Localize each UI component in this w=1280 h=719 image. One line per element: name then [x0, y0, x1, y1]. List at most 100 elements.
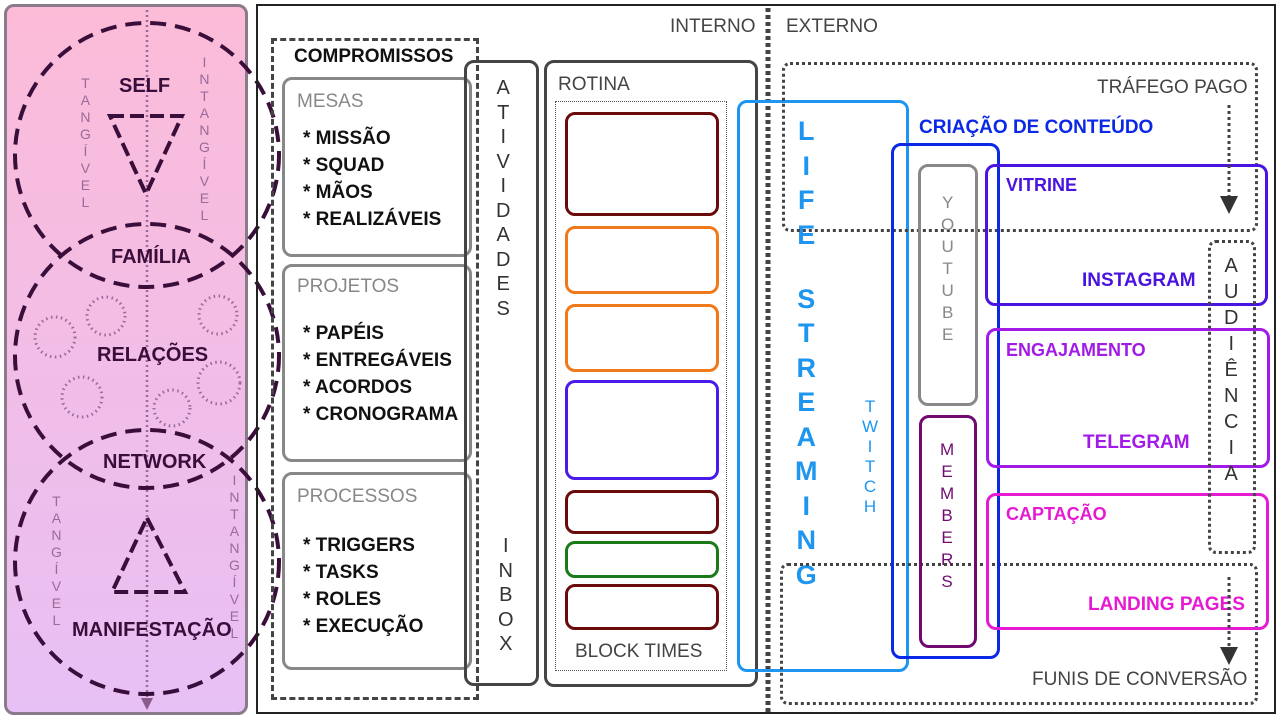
- processos-title: PROCESSOS: [297, 486, 418, 507]
- vertical-letter: I: [500, 126, 506, 148]
- vertical-letter: X: [499, 633, 513, 655]
- landing-pages-label: LANDING PAGES: [1088, 594, 1245, 615]
- telegram-label: TELEGRAM: [1083, 432, 1190, 453]
- vertical-letter: I: [867, 437, 873, 456]
- vertical-letter: N: [229, 540, 240, 556]
- manifestacao-label: MANIFESTAÇÃO: [72, 619, 232, 641]
- vertical-letter: E: [51, 595, 62, 611]
- vertical-letter: E: [496, 273, 510, 295]
- familia-label: FAMÍLIA: [111, 246, 191, 268]
- youtube-box: [918, 164, 978, 406]
- vertical-letter: V: [51, 578, 62, 594]
- vertical-letter: R: [940, 550, 954, 569]
- vertical-letter: W: [862, 417, 879, 436]
- vitrine-label: VITRINE: [1006, 175, 1078, 195]
- rotina-box: [544, 60, 758, 687]
- mesas-box: [282, 77, 472, 257]
- vertical-letter: G: [199, 139, 210, 155]
- vertical-letter: Í: [202, 156, 207, 172]
- interno-label: INTERNO: [670, 16, 756, 37]
- main-frame: [256, 4, 1276, 714]
- list-item: * TASKS: [303, 562, 379, 583]
- vertical-letter: U: [941, 237, 954, 256]
- vertical-letter: L: [798, 116, 815, 146]
- vertical-letter: A: [496, 77, 510, 99]
- vertical-letter: Y: [941, 193, 954, 212]
- projetos-title: PROJETOS: [297, 276, 400, 297]
- vertical-letter: L: [230, 625, 239, 641]
- relacoes-label: RELAÇÕES: [97, 344, 209, 366]
- block-time-slot: [565, 112, 719, 216]
- vertical-letter: L: [81, 194, 90, 210]
- vertical-letter: C: [863, 477, 877, 496]
- block-time-slot: [565, 541, 719, 578]
- projetos-box: [282, 264, 472, 462]
- vertical-letter: E: [941, 528, 953, 547]
- vertical-letter: D: [496, 199, 511, 222]
- vertical-letter: M: [795, 456, 818, 486]
- vertical-letter: V: [199, 173, 210, 189]
- compromissos-box: [271, 38, 479, 700]
- vertical-letter: I: [802, 490, 810, 521]
- vertical-letter: S: [941, 572, 953, 591]
- vertical-letter: T: [81, 75, 90, 91]
- vertical-letter: T: [52, 493, 61, 509]
- vertical-letter: E: [941, 462, 953, 481]
- funis-label: FUNIS DE CONVERSÃO: [1032, 669, 1248, 690]
- vertical-letter: E: [80, 177, 91, 193]
- processos-list: * TRIGGERS * TASKS * ROLES * EXECUÇÃO: [303, 532, 423, 640]
- vertical-letter: D: [1224, 307, 1239, 329]
- list-item: * ENTREGÁVEIS: [303, 350, 452, 371]
- vertical-letter: E: [797, 219, 816, 250]
- vertical-letter: G: [51, 544, 62, 560]
- criacao-conteudo-title: CRIAÇÃO DE CONTEÚDO: [919, 117, 1154, 138]
- captacao-box: [986, 493, 1269, 630]
- vertical-letter: A: [229, 523, 240, 539]
- list-item: * EXECUÇÃO: [303, 616, 424, 637]
- vertical-letter: T: [864, 397, 876, 416]
- block-time-slot: [565, 226, 719, 294]
- vertical-letter: T: [497, 101, 510, 124]
- members-box: [919, 415, 977, 648]
- life-streaming-box: [737, 100, 909, 672]
- vertical-letter: N: [1224, 385, 1239, 407]
- block-time-slot: [565, 490, 719, 534]
- vertical-letter: U: [941, 281, 954, 300]
- vertical-letter: N: [51, 527, 62, 543]
- vertical-letter: S: [496, 297, 510, 320]
- mesas-title: MESAS: [297, 91, 364, 112]
- instagram-label: INSTAGRAM: [1082, 270, 1196, 291]
- engajamento-box: [986, 328, 1270, 468]
- engajamento-label: ENGAJAMENTO: [1006, 340, 1146, 360]
- vertical-letter: N: [498, 559, 513, 582]
- block-time-slot: [565, 584, 719, 630]
- vertical-letter: T: [798, 318, 815, 348]
- vertical-letter: A: [199, 105, 210, 121]
- vertical-letter: L: [200, 207, 209, 223]
- list-item: * MISSÃO: [303, 128, 391, 149]
- vertical-letter: D: [496, 248, 511, 271]
- funis-region: [780, 563, 1258, 705]
- vertical-letter: B: [941, 506, 953, 525]
- vertical-letter: I: [232, 472, 237, 488]
- vertical-letter: M: [940, 440, 955, 459]
- vertical-letter: A: [51, 510, 62, 526]
- vertical-letter: N: [229, 489, 240, 505]
- list-item: * TRIGGERS: [303, 535, 415, 556]
- vertical-letter: I: [802, 150, 810, 181]
- vertical-letter: I: [1228, 333, 1234, 355]
- list-item: * ACORDOS: [303, 377, 413, 398]
- mesas-list: * MISSÃO * SQUAD * MÃOS * REALIZÁVEIS: [303, 125, 441, 233]
- vertical-letter: T: [200, 88, 209, 104]
- vertical-letter: R: [796, 352, 817, 383]
- vertical-letter: N: [199, 71, 210, 87]
- self-label: SELF: [119, 75, 171, 97]
- vertical-letter: E: [229, 608, 240, 624]
